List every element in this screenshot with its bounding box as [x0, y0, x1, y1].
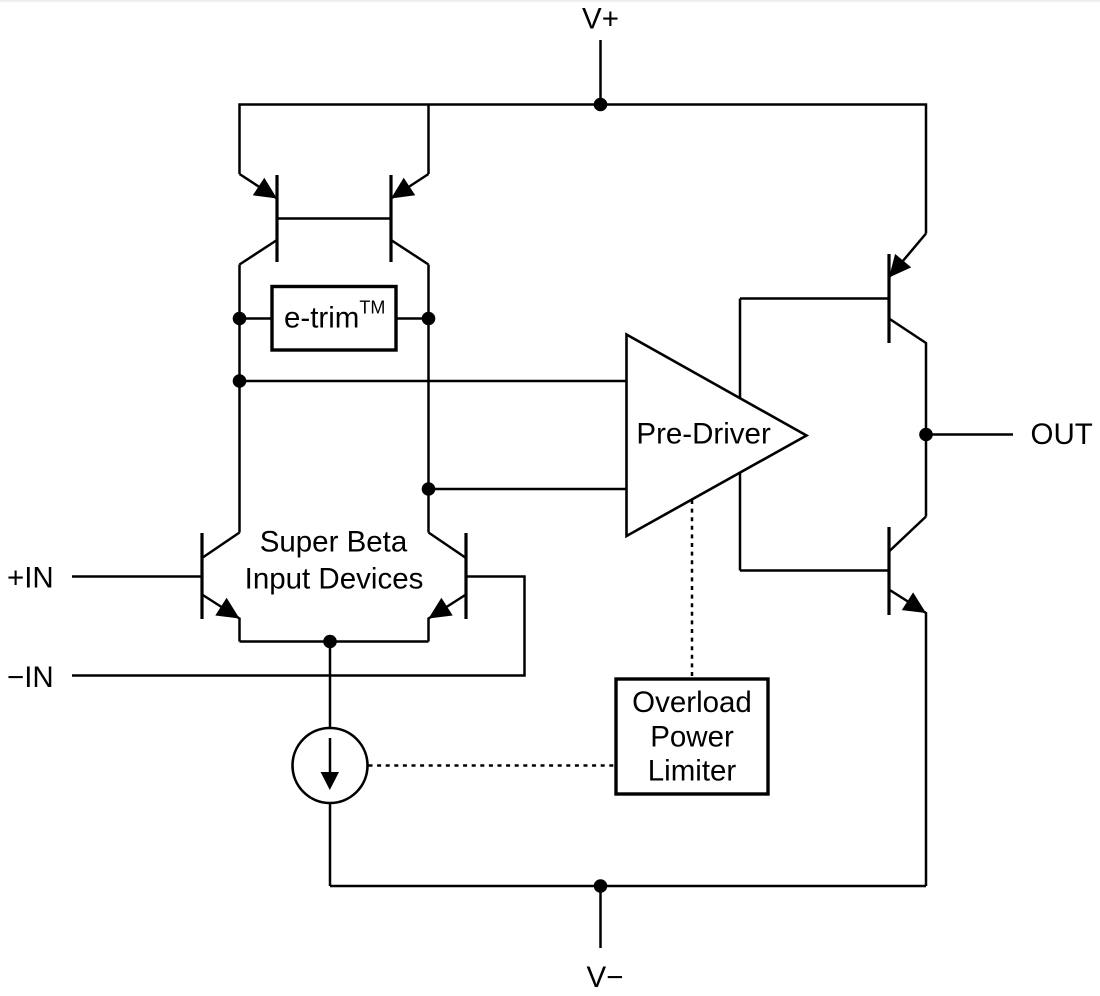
svg-text:Limiter: Limiter	[648, 755, 737, 788]
svg-text:V+: V+	[582, 2, 619, 35]
svg-text:Super Beta: Super Beta	[260, 526, 408, 559]
svg-text:V−: V−	[587, 961, 624, 994]
svg-text:Input Devices: Input Devices	[245, 563, 424, 596]
svg-text:OUT: OUT	[1031, 418, 1093, 451]
svg-text:Overload: Overload	[632, 686, 752, 719]
svg-text:−IN: −IN	[7, 661, 54, 694]
svg-text:+IN: +IN	[7, 562, 54, 595]
svg-text:Pre-Driver: Pre-Driver	[636, 418, 771, 451]
svg-text:Power: Power	[650, 720, 734, 753]
